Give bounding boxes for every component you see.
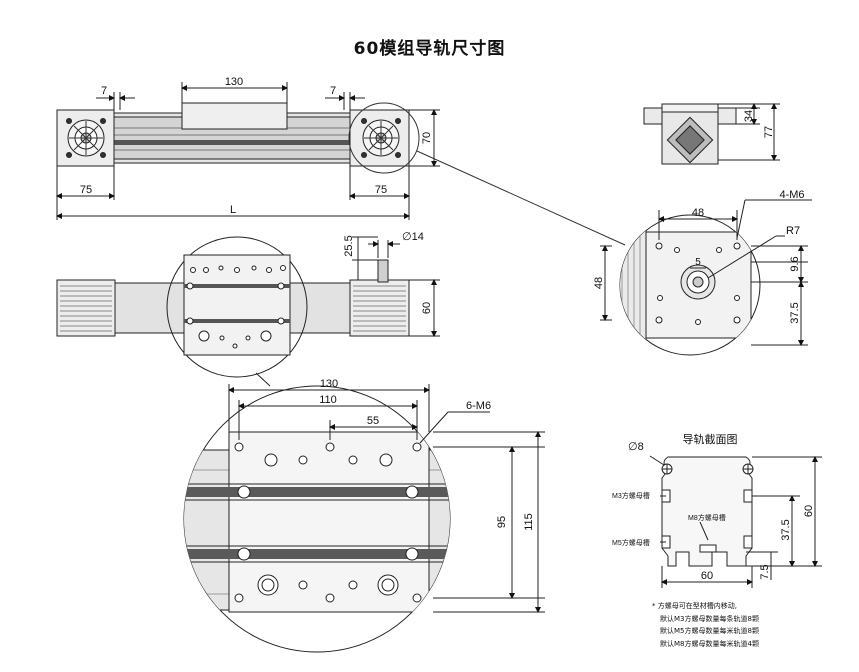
note-line: 默认M8方螺母数量每米轨道4颗 bbox=[660, 639, 759, 648]
dim-115: 115 bbox=[523, 513, 535, 531]
label-m5-slot: M5方螺母槽 bbox=[612, 538, 650, 547]
dim-75-right: 75 bbox=[375, 184, 387, 196]
side-view bbox=[56, 236, 440, 387]
dim-37-5-rail: 37.5 bbox=[780, 519, 792, 540]
dim-L: L bbox=[230, 204, 236, 216]
dim-34: 34 bbox=[743, 110, 755, 122]
dim-60-right: 60 bbox=[803, 505, 815, 517]
dim-48-top: 48 bbox=[692, 207, 704, 219]
note-line: 默认M3方螺母数量每条轨道8颗 bbox=[660, 614, 759, 623]
dim-110: 110 bbox=[319, 394, 337, 406]
dim-95: 95 bbox=[496, 516, 508, 528]
dim-130-detail: 130 bbox=[320, 378, 338, 390]
dim-5: 5 bbox=[695, 257, 701, 268]
dim-7-left: 7 bbox=[101, 85, 107, 97]
label-r7: R7 bbox=[786, 225, 800, 237]
dim-55: 55 bbox=[367, 415, 379, 427]
dim-60-side: 60 bbox=[421, 302, 433, 314]
note-line: 默认M5方螺母数量每米轨道8颗 bbox=[660, 627, 759, 635]
top-view bbox=[56, 82, 626, 246]
dim-70: 70 bbox=[421, 132, 433, 144]
dim-7-5: 7.5 bbox=[759, 564, 771, 579]
dim-60-bottom: 60 bbox=[701, 570, 713, 582]
label-6-m6: 6-M6 bbox=[466, 400, 491, 412]
dim-130-top: 130 bbox=[225, 76, 243, 88]
dim-37-5: 37.5 bbox=[789, 302, 801, 323]
dim-phi14: ∅14 bbox=[402, 231, 424, 243]
carriage-detail bbox=[183, 384, 545, 653]
dim-phi8: ∅8 bbox=[628, 441, 644, 453]
dim-25-5: 25.5 bbox=[343, 235, 355, 256]
label-m3-slot: M3方螺母槽 bbox=[612, 491, 650, 500]
note-line: * 方螺母可在型材槽内移动, bbox=[652, 602, 737, 610]
dim-9-6: 9.6 bbox=[789, 256, 801, 271]
label-m8-slot: M8方螺母槽 bbox=[688, 513, 726, 522]
rail-section-heading: 导轨截面图 bbox=[683, 432, 738, 446]
rail-section bbox=[649, 455, 822, 588]
dim-75-left: 75 bbox=[80, 184, 92, 196]
notes: * 方螺母可在型材槽内移动, 默认M3方螺母数量每条轨道8颗 默认M5方螺母数量… bbox=[652, 600, 759, 650]
end-view-small bbox=[643, 103, 780, 165]
dim-77: 77 bbox=[763, 126, 775, 138]
end-view-detail bbox=[600, 199, 812, 356]
dim-48-left: 48 bbox=[593, 277, 605, 289]
dim-7-right: 7 bbox=[330, 85, 336, 97]
drawing-title: 60模组导轨尺寸图 bbox=[353, 39, 506, 59]
label-4-m6: 4-M6 bbox=[779, 189, 804, 201]
